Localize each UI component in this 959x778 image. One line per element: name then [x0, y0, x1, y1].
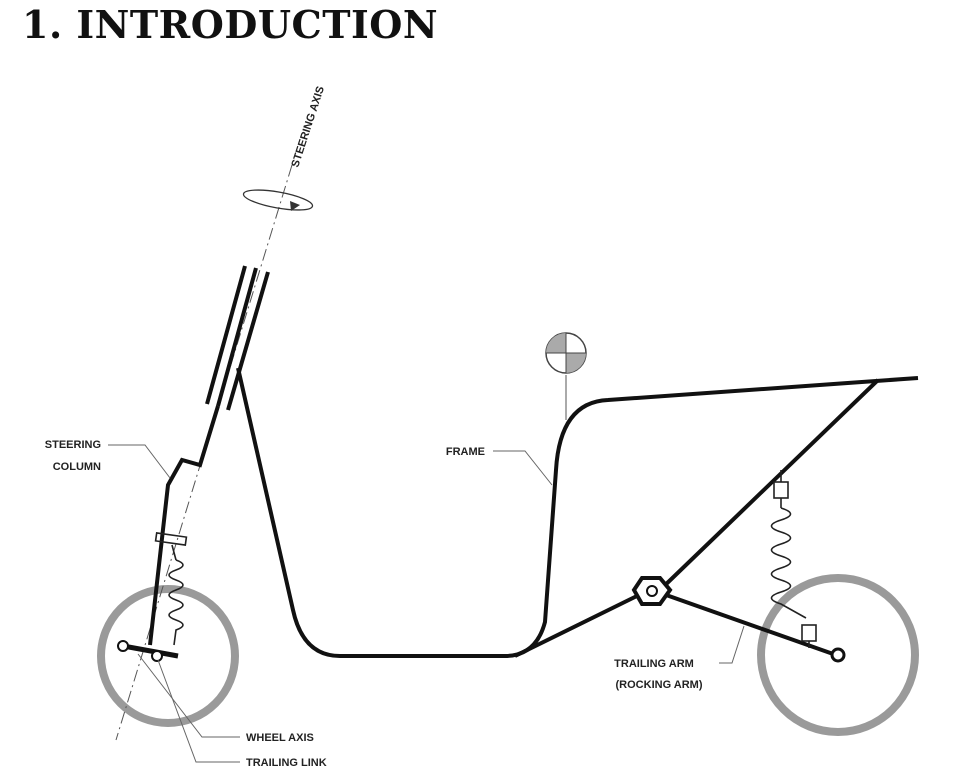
label-steering-column-line1: STEERING — [45, 439, 101, 451]
rotation-arrow-icon — [242, 189, 314, 211]
label-steering-axis: STEERING AXIS — [289, 85, 327, 169]
label-trailing-arm-line1: TRAILING ARM — [614, 658, 694, 670]
trailing-arm — [651, 588, 837, 657]
trailing-link — [117, 640, 179, 662]
rear-axle — [830, 647, 846, 663]
center-of-gravity-icon — [545, 332, 587, 420]
leader-lines — [108, 444, 745, 763]
steering-tube — [205, 265, 270, 411]
steering-axis-line — [115, 164, 293, 741]
pivot-joint — [631, 576, 673, 606]
rear-wheel — [757, 574, 919, 736]
rear-shock-absorber — [770, 470, 817, 648]
label-trailing-arm-line2: (ROCKING ARM) — [616, 679, 703, 691]
rear-frame-diagonal — [658, 378, 880, 592]
label-frame: FRAME — [446, 446, 485, 458]
page-title: 1. INTRODUCTION — [22, 2, 439, 47]
front-shock-absorber — [154, 532, 188, 646]
label-trailing-link: TRAILING LINK — [246, 757, 327, 769]
front-wheel — [97, 585, 239, 727]
steering-column — [148, 405, 220, 646]
label-wheel-axis: WHEEL AXIS — [246, 732, 314, 744]
frame-tube — [236, 367, 919, 658]
frame-lower-brace — [514, 590, 646, 658]
label-steering-column-line2: COLUMN — [53, 461, 101, 473]
